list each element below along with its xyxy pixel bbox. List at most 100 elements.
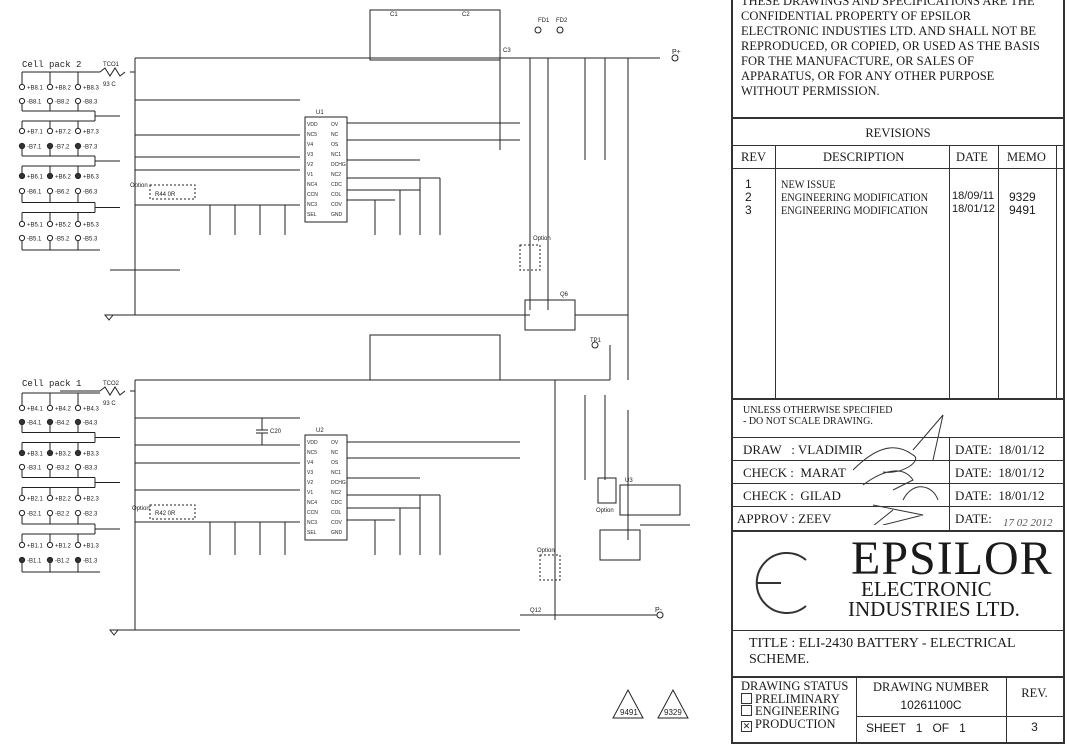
option-label: Option [130, 183, 148, 189]
q6-label: Q6 [560, 292, 569, 298]
terminal-label: -B7.3 [83, 145, 98, 151]
ic-pin-label: V2 [307, 162, 313, 168]
signoff-role: APPROV : ZEEV [737, 511, 832, 526]
ic-pin-label: COV [331, 202, 343, 208]
signoff-date: DATE: 18/01/12 [955, 488, 1045, 503]
battery-terminal [74, 83, 82, 91]
date-column-header: DATE [956, 150, 988, 164]
battery-terminal [74, 234, 82, 242]
battery-terminal [74, 418, 82, 426]
confidentiality-notice: THESE DRAWINGS AND SPECIFICATIONS ARE TH… [741, 0, 1040, 99]
battery-terminal [46, 187, 54, 195]
ic-pin-label: OS [331, 460, 339, 466]
notice-line: APPARATUS, OR FOR ANY OTHER PURPOSE [741, 69, 995, 83]
ic-pin-label: V1 [307, 490, 313, 496]
revision-date: 18/09/11 [952, 190, 995, 202]
sheet-number: SHEET 1 OF 1 [866, 721, 966, 735]
terminal-label: +B4.3 [83, 407, 100, 413]
tp1-terminal [591, 341, 599, 349]
battery-terminal [46, 83, 54, 91]
r44-label: R44 0R [155, 192, 176, 198]
status-checkbox[interactable] [741, 692, 752, 704]
fuse-rating: 93 C [103, 82, 116, 88]
status-checkbox[interactable] [741, 705, 752, 716]
notice-line: CONFIDENTIAL PROPERTY OF EPSILOR [741, 9, 971, 23]
revision-memo: 9329 [1009, 190, 1036, 204]
terminal-label: -B6.2 [55, 190, 70, 196]
upper-circuit [60, 9, 660, 380]
ic-pin-label: VDD [307, 122, 318, 128]
ic-pin-label: COL [331, 510, 342, 516]
rev-value: 3 [1031, 720, 1038, 734]
battery-terminal [74, 220, 82, 228]
battery-terminal [46, 234, 54, 242]
ic-pin-label: NC [331, 132, 339, 138]
ic-pin-label: NC4 [307, 182, 317, 188]
terminal-label: -B7.1 [27, 145, 42, 151]
terminal-label: +B4.2 [55, 407, 72, 413]
terminal-label: +B7.3 [83, 130, 100, 136]
revision-mark: 9329 [664, 708, 682, 717]
terminal-label: -B1.1 [27, 559, 42, 565]
handwritten-date: 17 02 2012 [1003, 517, 1053, 529]
ic-pin-label: OV [331, 122, 339, 128]
terminal-label: +B6.1 [27, 175, 44, 181]
terminal-label: -B2.1 [27, 512, 42, 518]
terminal-label: -B8.2 [55, 100, 70, 106]
battery-terminal [18, 142, 26, 150]
battery-terminal [46, 142, 54, 150]
revision-rev: 2 [745, 190, 752, 204]
terminal-label: +B6.2 [55, 175, 72, 181]
note-line: UNLESS OTHERWISE SPECIFIED [743, 405, 893, 416]
ic-pin-label: V4 [307, 142, 313, 148]
terminal-label: -B2.3 [83, 512, 98, 518]
terminal-label: +B1.2 [55, 544, 72, 550]
fuse-label: TCO2 [103, 381, 120, 387]
u3-label: U3 [625, 478, 633, 484]
terminal-label: +B5.3 [83, 223, 100, 229]
ic-pin-label: NC1 [331, 470, 341, 476]
company-name: EPSILOR [851, 532, 1053, 585]
terminal-label: +B7.1 [27, 130, 44, 136]
battery-terminal [18, 172, 26, 180]
terminal-label: +B5.2 [55, 223, 72, 229]
ic-pin-label: COV [331, 520, 343, 526]
terminal-label: +B2.1 [27, 497, 44, 503]
terminal-label: -B8.1 [27, 100, 42, 106]
ic-pin-label: DCHG [331, 480, 346, 486]
terminal-label: +B8.3 [83, 86, 100, 92]
terminal-label: +B4.1 [27, 407, 44, 413]
notice-line: REPRODUCED, OR COPIED, OR USED AS THE BA… [741, 39, 1040, 53]
signoff-role: CHECK : GILAD [743, 488, 841, 503]
battery-terminal [18, 83, 26, 91]
option-label: Option [132, 506, 150, 512]
fd1-label: FD1 [538, 18, 550, 24]
fuse-label: TCO1 [103, 62, 120, 68]
battery-terminal [46, 172, 54, 180]
revision-triangle [612, 688, 644, 719]
company-line-3: INDUSTRIES LTD. [848, 597, 1020, 621]
battery-terminal [18, 187, 26, 195]
drawing-number-label: DRAWING NUMBER [872, 680, 989, 694]
ic-u3 [619, 484, 681, 516]
status-checkbox[interactable]: ✕ [741, 720, 752, 732]
battery-terminal [18, 404, 26, 412]
signoff-role: CHECK : MARAT [743, 465, 846, 480]
battery-terminal [46, 463, 54, 471]
status-option-label: PRODUCTION [755, 716, 836, 731]
option-label: Option [537, 548, 555, 554]
ic-pin-label: NC [331, 450, 339, 456]
cell-pack-1-title: Cell pack 1 [22, 379, 81, 389]
battery-terminal [18, 97, 26, 105]
ic-pin-label: SEL [307, 530, 317, 536]
u2-label: U2 [316, 428, 324, 434]
notice-line: FOR THE MANUFACTURE, OR SALES OF [741, 54, 974, 68]
option-label: Option [533, 236, 551, 242]
rev-label: REV. [1021, 686, 1048, 700]
lower-circuit [60, 334, 690, 636]
fuse-rating: 93 C [103, 401, 116, 407]
ic-pin-label: SEL [307, 212, 317, 218]
ic-pin-label: V3 [307, 470, 313, 476]
ic-pin-label: V2 [307, 480, 313, 486]
rev-column-header: REV [741, 150, 766, 164]
